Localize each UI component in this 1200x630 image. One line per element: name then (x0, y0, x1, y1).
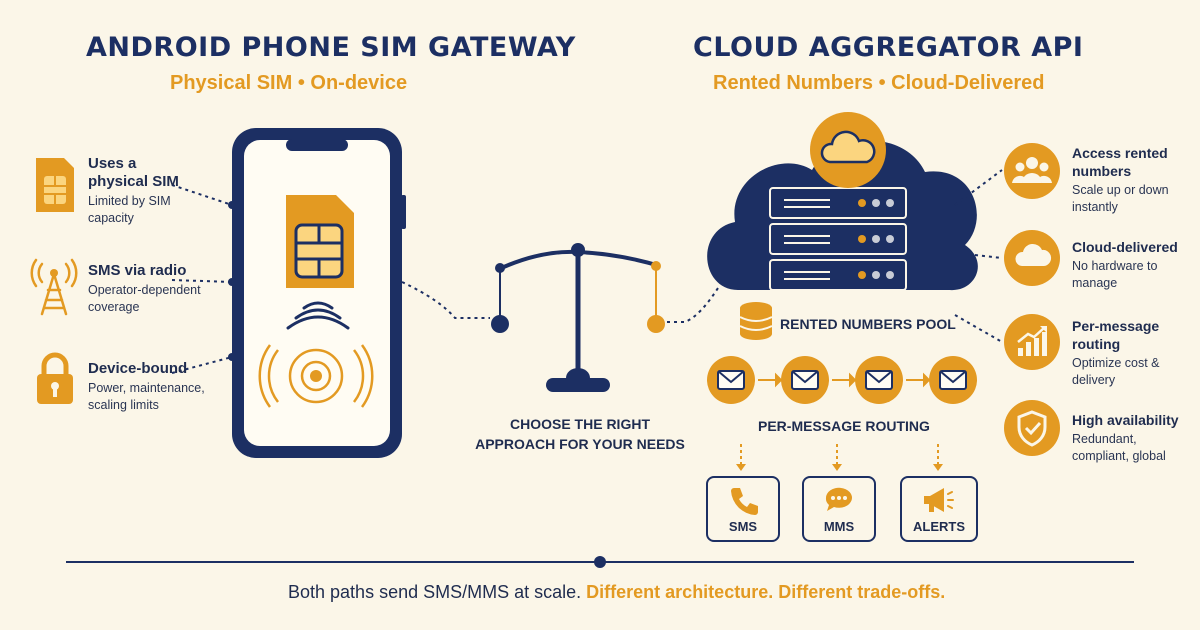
padlock-icon (37, 352, 73, 404)
cloud-icon (1004, 230, 1060, 286)
people-icon (1004, 143, 1060, 199)
center-caption-line1: CHOOSE THE RIGHT (509, 416, 650, 432)
feature-desc: Power, maintenance, (88, 381, 205, 395)
channel-sms: SMS (706, 476, 780, 542)
right-feature-availability: High availability Redundant, compliant, … (1072, 411, 1196, 465)
left-subtitle: Physical SIM • On-device (170, 72, 408, 94)
feature-desc: instantly (1072, 200, 1118, 214)
shield-check-icon (1004, 400, 1060, 456)
left-connectors (171, 184, 233, 374)
center-caption-line2: APPROACH FOR YOUR NEEDS (475, 436, 685, 452)
footer-plain-text: Both paths send SMS/MMS at scale. (288, 582, 582, 602)
feature-desc: delivery (1072, 373, 1116, 387)
right-feature-routing: Per-message routing Optimize cost & deli… (1072, 317, 1192, 389)
feature-title: Cloud-delivered (1072, 239, 1178, 255)
growth-chart-icon (1004, 314, 1060, 370)
cloud-server-icon (707, 112, 978, 291)
right-feature-cloud: Cloud-delivered No hardware to manage (1072, 238, 1192, 292)
feature-title: physical SIM (88, 173, 179, 190)
right-feature-access: Access rented numbers Scale up or down i… (1072, 144, 1192, 216)
right-subtitle: Rented Numbers • Cloud-Delivered (713, 72, 1045, 94)
right-title: CLOUD AGGREGATOR API (693, 32, 1084, 63)
footer-highlight-text: Different architecture. Different trade-… (586, 582, 946, 602)
feature-title: Uses a (88, 155, 137, 172)
feature-desc: Limited by SIM (88, 194, 171, 208)
feature-desc: capacity (88, 211, 134, 225)
left-feature-device: Device-bound Power, maintenance, scaling… (88, 360, 228, 414)
footer-caption: Both paths send SMS/MMS at scale. Differ… (288, 582, 945, 603)
channel-alerts: ALERTS (900, 476, 978, 542)
phone-handset-icon (731, 488, 758, 515)
channel-label: ALERTS (913, 519, 965, 534)
left-title: ANDROID PHONE SIM GATEWAY (86, 32, 576, 63)
feature-desc: manage (1072, 276, 1118, 290)
left-feature-sim: Uses a physical SIM Limited by SIM capac… (88, 155, 228, 227)
feature-title: numbers (1072, 163, 1132, 179)
feature-desc: compliant, global (1072, 449, 1166, 463)
radio-tower-icon (30, 258, 78, 316)
balance-scale-icon (491, 243, 665, 392)
feature-desc: Optimize cost & (1072, 356, 1160, 370)
chat-bubble-icon (825, 487, 852, 511)
center-caption: CHOOSE THE RIGHT APPROACH FOR YOUR NEEDS (470, 414, 690, 454)
feature-desc: Redundant, (1072, 432, 1137, 446)
feature-desc: Scale up or down (1072, 183, 1169, 197)
feature-title: Access rented (1072, 145, 1168, 161)
feature-title: routing (1072, 336, 1121, 352)
channel-label: MMS (823, 519, 855, 534)
envelope-icons (707, 356, 977, 404)
feature-desc: No hardware to (1072, 259, 1158, 273)
feature-desc: Operator-dependent (88, 283, 201, 297)
left-feature-radio: SMS via radio Operator-dependent coverag… (88, 262, 228, 316)
megaphone-icon (924, 488, 954, 512)
feature-desc: coverage (88, 300, 140, 314)
feature-title: SMS via radio (88, 262, 187, 279)
database-icon (739, 302, 773, 340)
feature-title: High availability (1072, 412, 1179, 428)
channel-label: SMS (728, 519, 758, 534)
feature-title: Per-message (1072, 318, 1160, 334)
rented-numbers-pool-label: RENTED NUMBERS POOL (780, 316, 956, 332)
phone-icon (232, 128, 406, 458)
channel-mms: MMS (802, 476, 876, 542)
feature-title: Device-bound (88, 360, 188, 377)
per-message-routing-label: PER-MESSAGE ROUTING (758, 418, 930, 434)
feature-desc: scaling limits (88, 398, 159, 412)
sim-card-icon (36, 158, 74, 212)
